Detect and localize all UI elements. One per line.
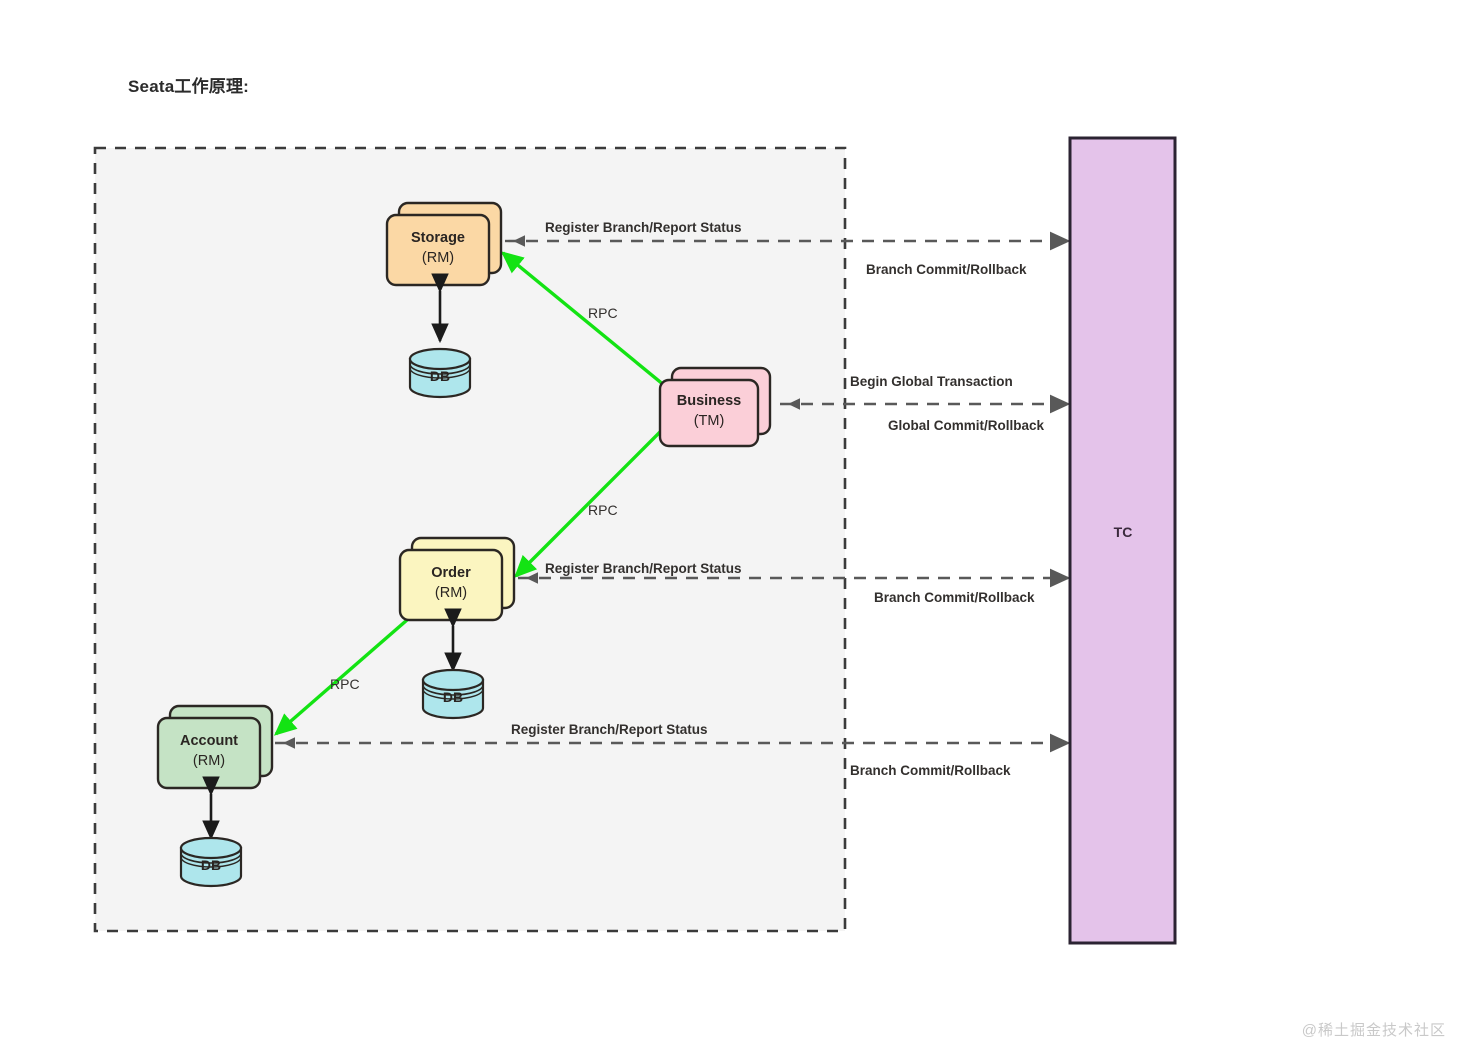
edge-order-tc-bottom-label: Branch Commit/Rollback <box>874 590 1035 605</box>
edge-account-tc-bottom-label: Branch Commit/Rollback <box>850 763 1011 778</box>
watermark: @稀土掘金技术社区 <box>1301 1022 1446 1039</box>
db-account <box>179 836 243 888</box>
edge-business-tc-bottom-label: Global Commit/Rollback <box>888 418 1045 433</box>
edge-account-tc-top-label: Register Branch/Report Status <box>511 722 708 737</box>
edge-storage-tc <box>505 231 1071 251</box>
node-order[interactable] <box>398 536 516 622</box>
edge-storage-tc-bottom-label: Branch Commit/Rollback <box>866 262 1027 277</box>
node-account[interactable] <box>156 704 274 790</box>
edge-business-tc-top-label: Begin Global Transaction <box>850 374 1013 389</box>
node-business[interactable] <box>658 366 772 448</box>
db-order <box>421 668 485 720</box>
edge-rpc-lines <box>273 251 674 736</box>
edge-business-tc <box>780 394 1071 414</box>
rpc-storage-label: RPC <box>588 305 618 321</box>
db-storage <box>408 347 472 399</box>
edge-order-tc-top-label: Register Branch/Report Status <box>545 561 742 576</box>
node-tc[interactable] <box>1068 136 1177 945</box>
edge-storage-tc-top-label: Register Branch/Report Status <box>545 220 742 235</box>
node-storage[interactable] <box>385 201 503 287</box>
page-title: Seata工作原理: <box>128 77 250 96</box>
rpc-order-label: RPC <box>588 502 618 518</box>
rpc-account-label: RPC <box>330 676 360 692</box>
edge-account-tc <box>275 733 1071 753</box>
